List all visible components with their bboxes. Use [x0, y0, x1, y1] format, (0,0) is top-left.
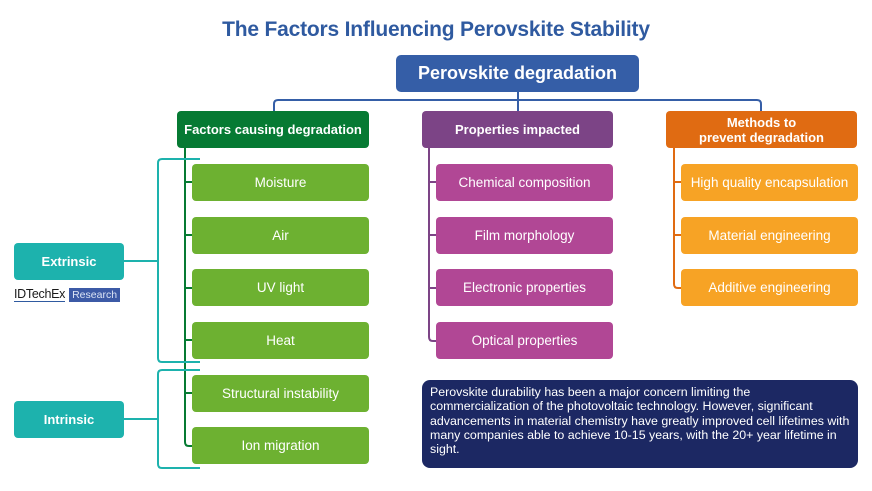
root-node: Perovskite degradation [396, 55, 639, 92]
property-chemical-composition: Chemical composition [436, 164, 613, 201]
property-electronic: Electronic properties [436, 269, 613, 306]
factor-structural-instability: Structural instability [192, 375, 369, 412]
methods-header: Methods to prevent degradation [666, 111, 857, 148]
method-material-engineering: Material engineering [681, 217, 858, 254]
method-additive-engineering: Additive engineering [681, 269, 858, 306]
page-title: The Factors Influencing Perovskite Stabi… [222, 18, 650, 41]
logo-tag: Research [69, 288, 121, 302]
properties-header: Properties impacted [422, 111, 613, 148]
factor-moisture: Moisture [192, 164, 369, 201]
summary-note: Perovskite durability has been a major c… [422, 380, 858, 468]
methods-header-line2: prevent degradation [699, 129, 824, 145]
property-optical: Optical properties [436, 322, 613, 359]
property-film-morphology: Film morphology [436, 217, 613, 254]
factors-header: Factors causing degradation [177, 111, 369, 148]
group-intrinsic: Intrinsic [14, 401, 124, 438]
factor-air: Air [192, 217, 369, 254]
methods-header-line1: Methods to [726, 114, 797, 130]
logo-brand: IDTechEx [14, 287, 66, 302]
factor-heat: Heat [192, 322, 369, 359]
method-encapsulation: High quality encapsulation [681, 164, 858, 201]
factor-ion-migration: Ion migration [192, 427, 369, 464]
group-extrinsic: Extrinsic [14, 243, 124, 280]
factor-uv-light: UV light [192, 269, 369, 306]
idtechex-logo: IDTechEx Research [14, 287, 121, 302]
